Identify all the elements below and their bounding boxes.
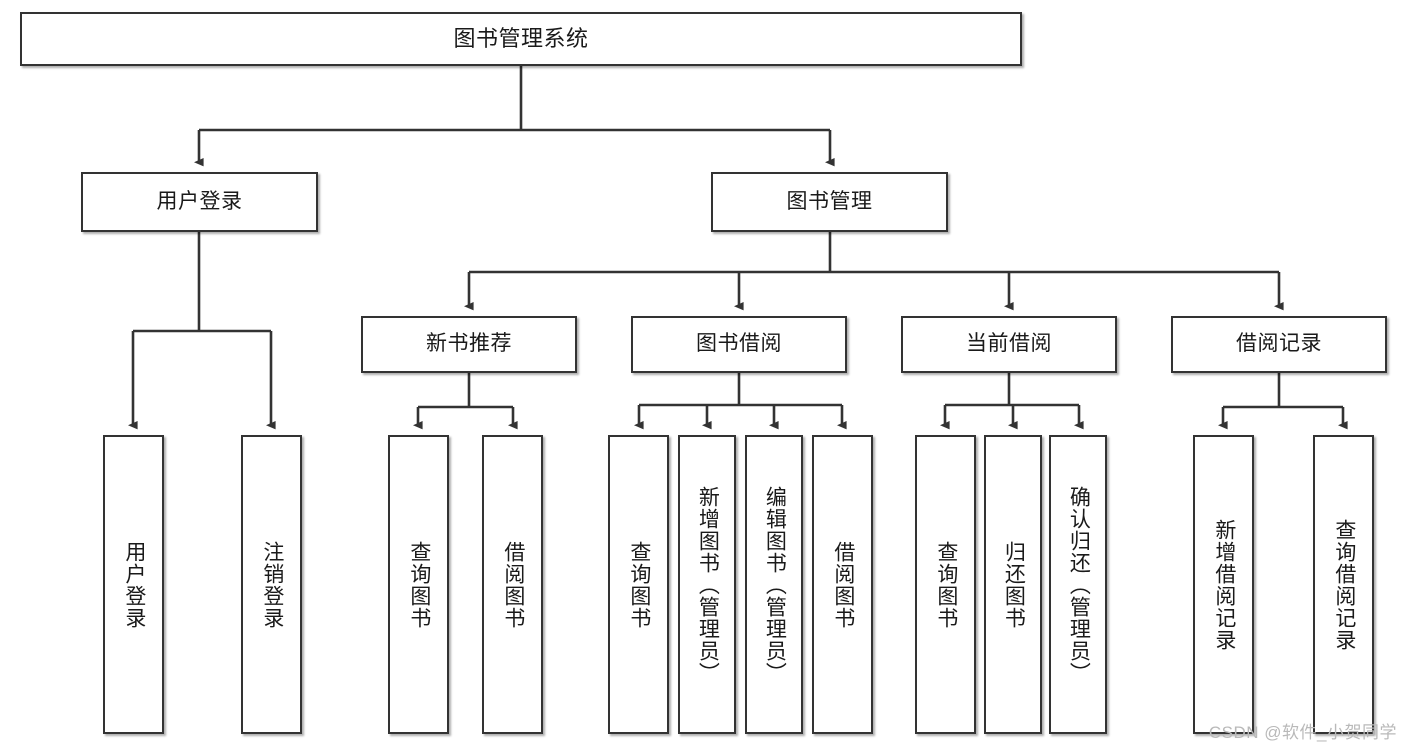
- node-new-book-recommend[interactable]: 新书推荐: [361, 316, 577, 373]
- node-label: 借阅图书: [831, 540, 855, 629]
- leaf-book-borrow-action[interactable]: 借阅图书: [812, 435, 873, 734]
- node-book-borrow[interactable]: 图书借阅: [631, 316, 847, 373]
- node-label: 查询图书: [627, 540, 651, 629]
- leaf-book-borrow-query[interactable]: 查询图书: [608, 435, 669, 734]
- leaf-new-book-borrow[interactable]: 借阅图书: [482, 435, 543, 734]
- leaf-book-add-admin[interactable]: 新增图书（管理员）: [678, 435, 736, 734]
- node-label: 新增借阅记录: [1212, 518, 1236, 651]
- leaf-new-book-query[interactable]: 查询图书: [388, 435, 449, 734]
- node-book-manage[interactable]: 图书管理: [711, 172, 948, 232]
- node-label: 用户登录: [122, 540, 146, 629]
- leaf-user-logout[interactable]: 注销登录: [241, 435, 302, 734]
- leaf-user-login[interactable]: 用户登录: [103, 435, 164, 734]
- node-label: 用户登录: [156, 189, 243, 213]
- leaf-current-query[interactable]: 查询图书: [915, 435, 976, 734]
- node-label: 查询图书: [407, 540, 431, 629]
- node-label: 借阅图书: [501, 540, 525, 629]
- node-label: 新增图书（管理员）: [696, 485, 720, 684]
- node-label: 借阅记录: [1236, 332, 1322, 356]
- node-label: 编辑图书（管理员）: [763, 485, 787, 684]
- leaf-record-add[interactable]: 新增借阅记录: [1193, 435, 1254, 734]
- node-label: 当前借阅: [966, 332, 1052, 356]
- leaf-record-query[interactable]: 查询借阅记录: [1313, 435, 1374, 734]
- leaf-current-confirm-return-admin[interactable]: 确认归还（管理员）: [1049, 435, 1107, 734]
- node-label: 新书推荐: [426, 332, 512, 356]
- node-label: 确认归还（管理员）: [1067, 485, 1091, 684]
- node-label: 查询图书: [934, 540, 958, 629]
- watermark-text: CSDN @软件_小贺同学: [1208, 723, 1397, 742]
- node-label: 注销登录: [260, 540, 284, 629]
- node-current-borrow[interactable]: 当前借阅: [901, 316, 1117, 373]
- leaf-current-return[interactable]: 归还图书: [984, 435, 1042, 734]
- node-user-login[interactable]: 用户登录: [81, 172, 318, 232]
- node-label: 图书借阅: [696, 332, 782, 356]
- node-label: 归还图书: [1002, 540, 1026, 629]
- node-label: 查询借阅记录: [1332, 518, 1356, 651]
- node-root-system[interactable]: 图书管理系统: [20, 12, 1022, 66]
- node-label: 图书管理: [786, 189, 873, 213]
- node-label: 图书管理系统: [453, 26, 589, 52]
- node-borrow-record[interactable]: 借阅记录: [1171, 316, 1387, 373]
- leaf-book-edit-admin[interactable]: 编辑图书（管理员）: [745, 435, 803, 734]
